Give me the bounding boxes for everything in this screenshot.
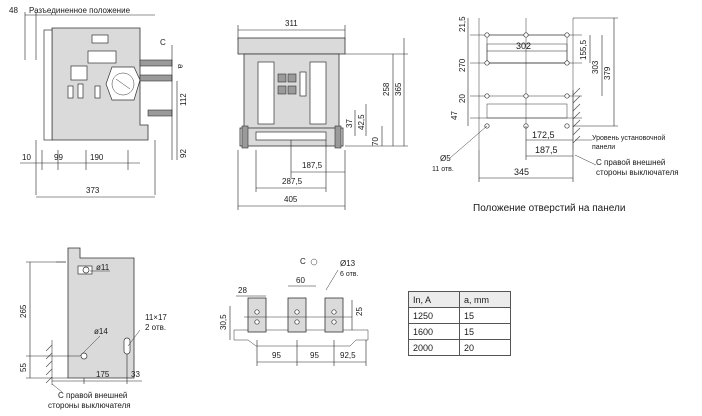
term-dim-o13: Ø13 xyxy=(340,259,356,268)
side-dim-48: 48 xyxy=(9,6,18,15)
table-cell: 2000 xyxy=(408,339,460,356)
front-dim-311: 311 xyxy=(285,19,298,28)
mount-dim-55: 55 xyxy=(19,363,28,372)
panel-dim-302: 302 xyxy=(516,41,531,51)
mount-slot-count: 2 отв. xyxy=(145,323,166,332)
term-dim-92-5: 92,5 xyxy=(340,351,356,360)
panel-dim-187-5: 187,5 xyxy=(535,145,558,155)
term-dim-95-b: 95 xyxy=(310,351,319,360)
panel-dim-20: 20 xyxy=(458,94,467,103)
panel-level-label-1: Уровень установочной xyxy=(592,134,665,142)
front-dim-405: 405 xyxy=(284,195,298,204)
panel-dim-270: 270 xyxy=(458,58,467,72)
side-dim-112: 112 xyxy=(179,93,188,106)
front-frame xyxy=(237,37,346,55)
side-mark-c: C xyxy=(160,38,166,47)
side-dim-373: 373 xyxy=(86,186,100,195)
panel-right-side-2: стороны выключателя xyxy=(596,168,679,177)
panel-dim-21-5: 21,5 xyxy=(458,16,467,32)
panel-hole-markers xyxy=(484,32,570,129)
side-view: Разъединенное положение 48 C a 112 92 xyxy=(9,6,188,198)
term-dim-25: 25 xyxy=(355,307,364,316)
front-dim-37: 37 xyxy=(345,119,354,128)
mount-dim-o14: ø14 xyxy=(94,327,108,336)
side-dim-10: 10 xyxy=(22,153,31,162)
front-dim-365: 365 xyxy=(394,82,403,96)
term-hole-count: 6 отв. xyxy=(340,271,359,278)
mount-right-side-1: С правой внешней xyxy=(58,391,127,400)
mount-right-side-2: стороны выключателя xyxy=(48,401,131,410)
rating-table: In, A a, mm 1250 15 1600 15 2000 20 xyxy=(408,291,511,356)
side-dim-190: 190 xyxy=(90,153,104,162)
side-dim-a: a xyxy=(176,64,185,69)
terminal-view: C Ø13 6 отв. 28 60 30,5 25 95 95 92,5 xyxy=(219,257,369,366)
mount-dim-265: 265 xyxy=(19,304,28,318)
table-cell: 15 xyxy=(459,307,511,324)
panel-dim-47: 47 xyxy=(450,111,459,120)
mounting-view: ø11 ø14 11×17 2 отв. 265 55 175 33 С пра… xyxy=(19,247,167,410)
side-dim-99: 99 xyxy=(54,153,63,162)
table-row: 2000 20 xyxy=(408,339,511,356)
panel-dim-345: 345 xyxy=(514,167,529,177)
mount-dim-o11: ø11 xyxy=(96,263,110,272)
term-mark-c: C xyxy=(300,257,306,266)
table-cell: 15 xyxy=(459,323,511,340)
panel-dim-172-5: 172,5 xyxy=(532,130,555,140)
table-cell: 1600 xyxy=(408,323,460,340)
table-row: 1250 15 xyxy=(408,307,511,324)
term-dim-30-5: 30,5 xyxy=(219,314,228,330)
side-dim-92: 92 xyxy=(179,149,188,158)
front-view: 311 258 365 37 42,5 70 187,5 xyxy=(237,19,408,210)
panel-hole-count: 11 отв. xyxy=(432,166,454,173)
panel-holes-view: 21,5 270 20 47 302 155,5 303 379 172,5 1… xyxy=(432,16,679,214)
table-header-a: a, mm xyxy=(459,291,511,308)
front-dim-70: 70 xyxy=(371,137,380,146)
front-dim-258: 258 xyxy=(382,82,391,96)
table-header-current: In, A xyxy=(408,291,460,308)
panel-dim-379: 379 xyxy=(603,66,612,80)
mount-dim-33: 33 xyxy=(131,370,140,379)
panel-dim-155-5: 155,5 xyxy=(579,39,588,60)
table-cell: 20 xyxy=(459,339,511,356)
table-header-row: In, A a, mm xyxy=(408,291,511,308)
mount-dim-175: 175 xyxy=(96,370,110,379)
side-body xyxy=(51,27,149,141)
disconnected-position-label: Разъединенное положение xyxy=(29,6,131,15)
term-dim-60: 60 xyxy=(296,276,305,285)
panel-right-side-1: С правой внешней xyxy=(596,158,665,167)
panel-hole-diameter: Ø5 xyxy=(440,154,451,163)
table-cell: 1250 xyxy=(408,307,460,324)
panel-caption: Положение отверстий на панели xyxy=(473,203,625,214)
front-dim-287-5: 287,5 xyxy=(282,177,303,186)
table-row: 1600 15 xyxy=(408,323,511,340)
term-dim-28: 28 xyxy=(238,286,247,295)
front-dim-187-5: 187,5 xyxy=(302,161,323,170)
panel-dim-303: 303 xyxy=(591,60,600,74)
mount-slot-size: 11×17 xyxy=(145,313,167,322)
term-dim-95-a: 95 xyxy=(272,351,281,360)
front-dim-42-5: 42,5 xyxy=(357,114,366,130)
panel-level-label-2: панели xyxy=(592,144,615,151)
